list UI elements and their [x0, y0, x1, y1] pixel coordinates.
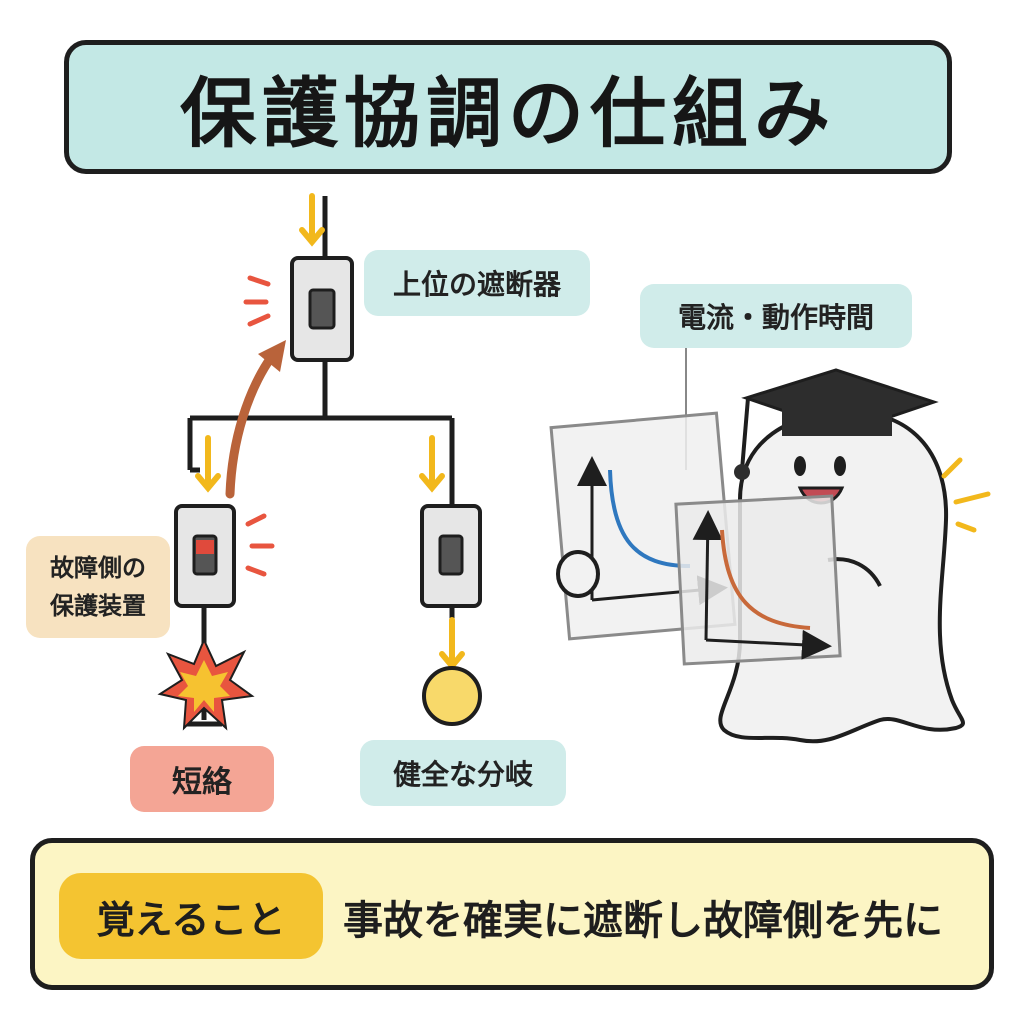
- healthy-breaker-icon: [420, 504, 482, 608]
- label-fault-side-protection: 故障側の 保護装置: [26, 536, 170, 638]
- operating-time-chart-card: [674, 494, 842, 666]
- ghost-hand-icon: [556, 550, 600, 598]
- label-current-time-text: 電流・動作時間: [677, 301, 874, 334]
- fault-breaker-icon: [174, 504, 236, 608]
- label-short-circuit-text: 短絡: [172, 765, 232, 800]
- label-upper-breaker-text: 上位の遮断器: [392, 268, 561, 301]
- backup-arrow-icon: [225, 340, 286, 499]
- label-fault-side-line2: 保護装置: [50, 592, 146, 620]
- label-fault-side-line1: 故障側の: [50, 554, 146, 582]
- memo-message: 事故を確実に遮断し故障側を先に: [343, 898, 943, 944]
- label-healthy-branch-text: 健全な分岐: [392, 758, 533, 791]
- memo-tag-text: 覚えること: [96, 897, 286, 942]
- load-circle-icon: [422, 666, 482, 726]
- page-title: 保護協調の仕組み: [180, 69, 836, 158]
- title-banner: 保護協調の仕組み: [64, 40, 952, 174]
- label-upper-breaker: 上位の遮断器: [364, 250, 590, 316]
- label-healthy-branch: 健全な分岐: [360, 740, 566, 806]
- explosion-icon: [157, 637, 255, 731]
- upper-breaker-icon: [290, 256, 354, 362]
- label-short-circuit: 短絡: [130, 746, 274, 812]
- trip-spark-icon: [243, 275, 275, 577]
- label-current-time: 電流・動作時間: [640, 284, 912, 348]
- memo-tag: 覚えること: [59, 873, 323, 959]
- current-flow-arrows: [195, 193, 465, 671]
- memo-panel: 覚えること 事故を確実に遮断し故障側を先に: [30, 838, 994, 990]
